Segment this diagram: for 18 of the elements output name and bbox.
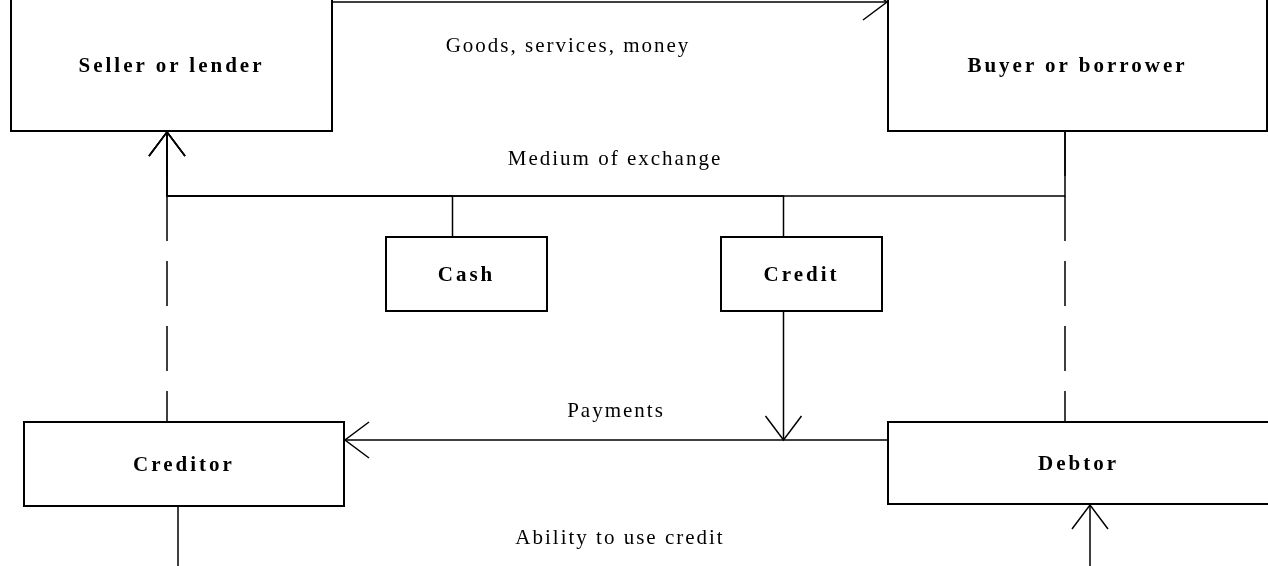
box-label: Debtor: [1038, 450, 1119, 476]
arrow: [764, 311, 803, 441]
dashed-connector: [1064, 131, 1066, 422]
process-box: [385, 236, 548, 312]
process-box: [720, 236, 883, 312]
box-label: Seller or lender: [78, 52, 265, 78]
box-label: Buyer or borrower: [967, 52, 1188, 78]
box-label: Creditor: [133, 451, 235, 477]
arrow: [148, 131, 785, 237]
box-label: Cash: [437, 261, 496, 287]
process-box: [887, 421, 1268, 505]
arrow: [332, 0, 888, 21]
box-label: Credit: [763, 261, 840, 287]
process-box: [10, 0, 333, 132]
arrow: [344, 421, 888, 459]
process-box: [887, 0, 1268, 132]
process-box: [23, 421, 345, 507]
arrow: [177, 504, 1109, 566]
